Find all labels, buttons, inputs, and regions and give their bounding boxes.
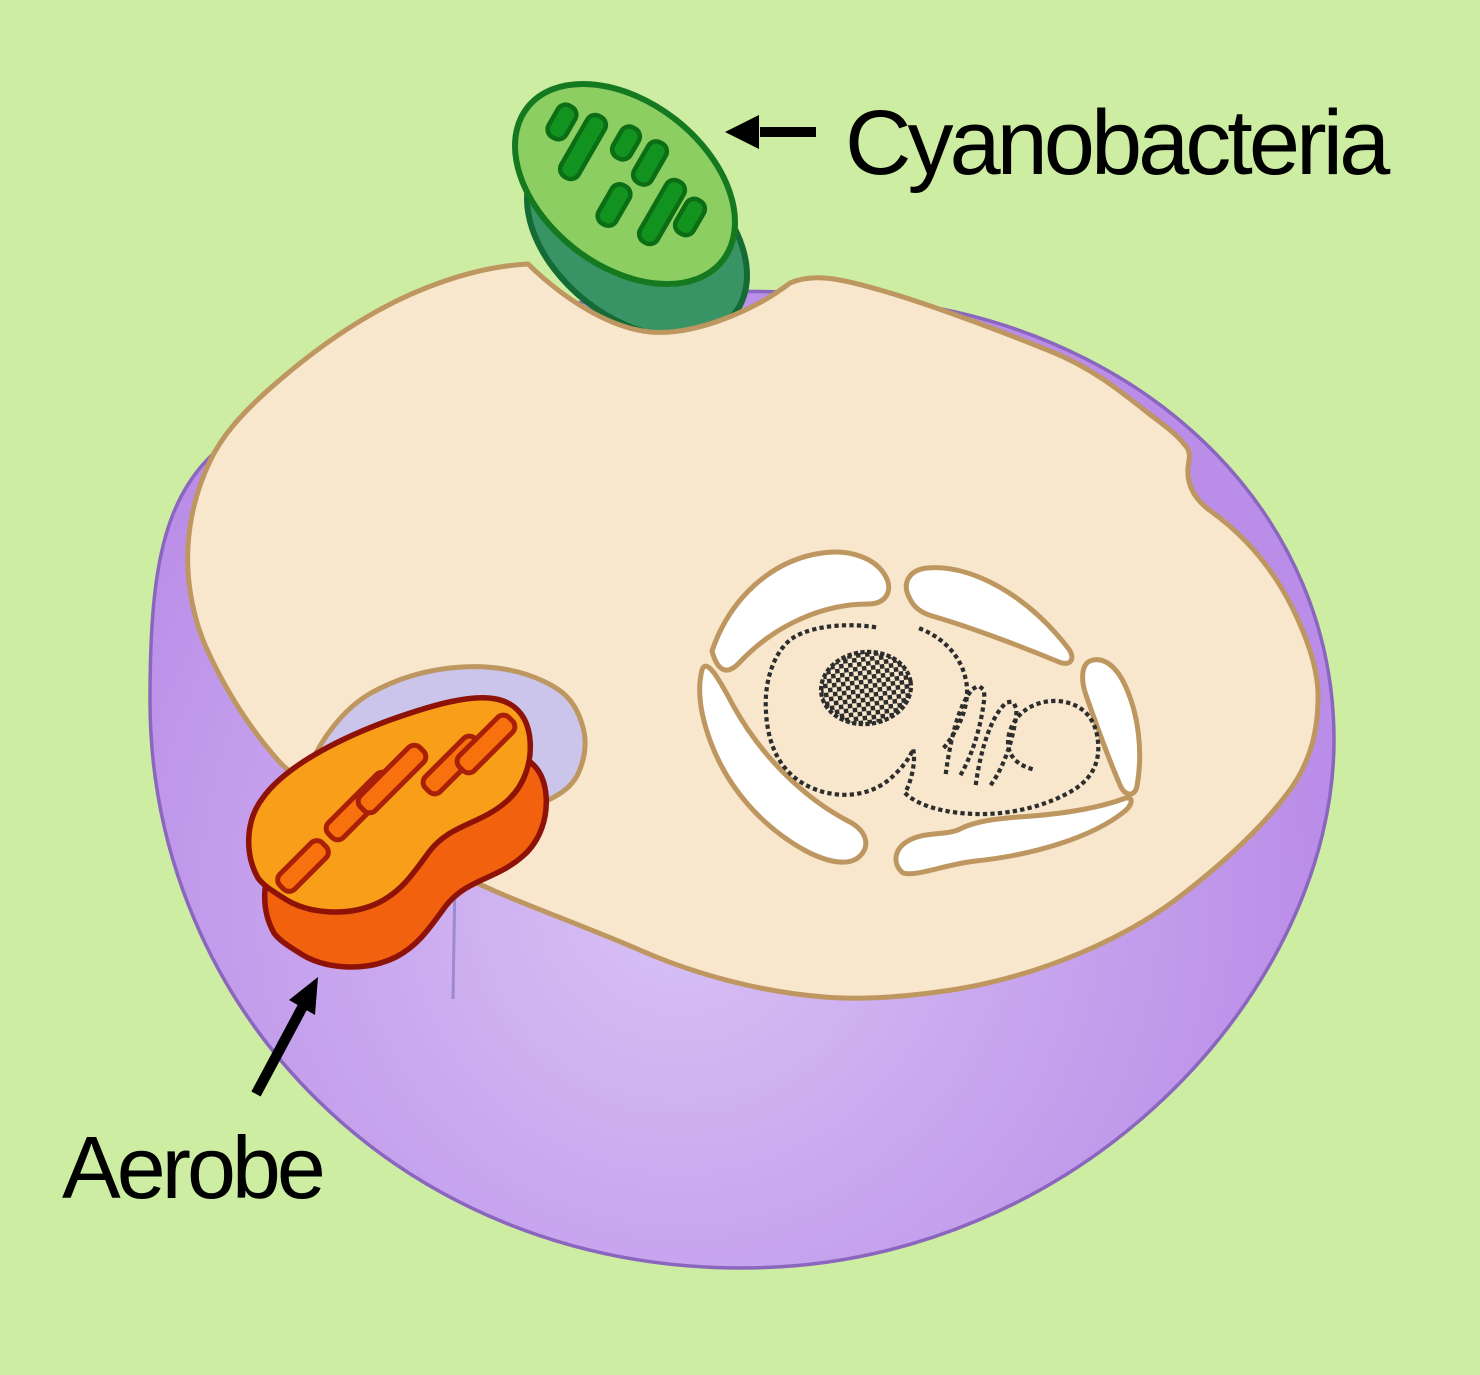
cyanobacteria-arrow-head [725, 115, 759, 149]
nuclear-dotted-finger-1 [943, 684, 987, 779]
er-segment-left [697, 663, 869, 865]
er-segment-bottom [893, 795, 1134, 877]
cyanobacteria-stripe [595, 181, 633, 229]
cyanobacteria-stripe [636, 177, 688, 247]
cyanobacteria-label: Cyanobacteria [845, 92, 1391, 194]
aerobe-stripe [275, 838, 331, 894]
nucleolus-stipple [821, 651, 911, 725]
cyanobacteria-stripe [557, 112, 609, 182]
cyanobacteria-stripe [630, 139, 670, 187]
aerobe-arrow-head [289, 977, 318, 1015]
cyanobacteria-stripe [672, 196, 708, 238]
er-segment-top-left [709, 549, 892, 673]
nuclear-dotted-finger-2 [973, 699, 1019, 789]
cyanobacteria-callout: Cyanobacteria [725, 92, 1395, 194]
cyanobacteria-stripe [609, 124, 643, 162]
er-segment-top-right [903, 565, 1075, 666]
aerobe-stripe [454, 712, 518, 776]
aerobe-label: Aerobe [62, 1118, 323, 1217]
aerobe-stripe [355, 742, 429, 816]
nuclear-dotted-arc-right [918, 626, 970, 752]
nucleolus-dotted-outline [818, 649, 914, 727]
cyanobacteria-stripe [545, 102, 579, 142]
nucleolus [818, 649, 914, 727]
aerobe-arrow-shaft [251, 1003, 308, 1097]
aerobe-callout: Aerobe [62, 977, 327, 1217]
nuclear-dotted-loop [763, 623, 1101, 817]
er-segment-right [1080, 657, 1143, 797]
